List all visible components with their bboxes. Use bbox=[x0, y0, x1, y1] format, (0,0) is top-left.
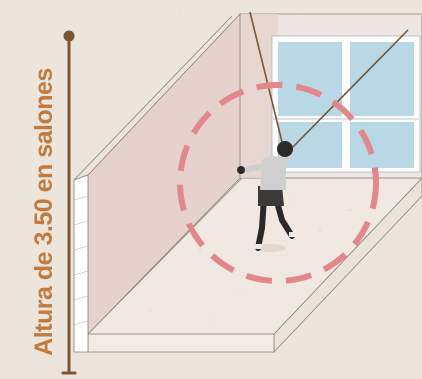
left-wall-section bbox=[74, 175, 88, 352]
floor-slab-front bbox=[88, 334, 274, 352]
dimension-top-marker bbox=[64, 31, 75, 42]
height-label: Altura de 3.50 en salones bbox=[24, 52, 64, 372]
